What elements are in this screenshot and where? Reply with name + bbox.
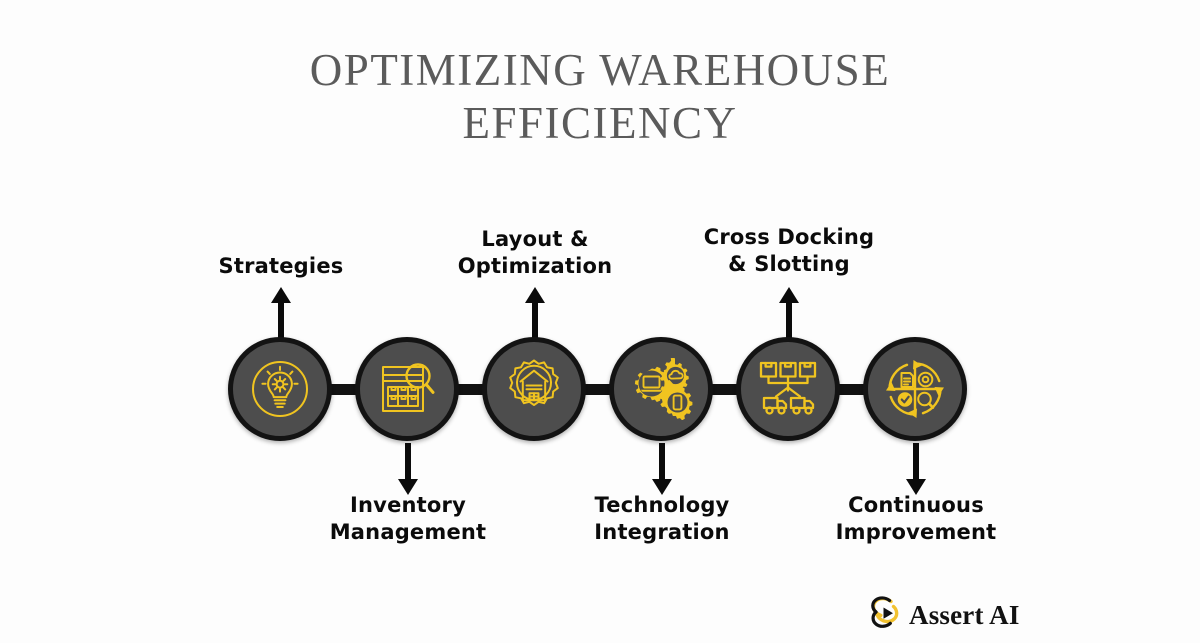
warehouse-gear-icon [501, 356, 567, 422]
page-title-line-1: OPTIMIZING WAREHOUSE [309, 45, 891, 95]
page-title: OPTIMIZING WAREHOUSE EFFICIENCY [0, 44, 1200, 150]
arrow-down-inventory-management [395, 443, 421, 495]
assert-ai-swirl-mark [866, 594, 906, 637]
node-inventory-management[interactable] [355, 337, 459, 441]
page-title-line-2: EFFICIENCY [462, 98, 738, 148]
node-strategies[interactable] [228, 337, 332, 441]
connector-1-2 [328, 384, 362, 395]
pdca-cycle-icon [882, 356, 948, 422]
assert-ai-logo: Assert AI [866, 594, 1020, 636]
node-continuous-improvement[interactable] [863, 337, 967, 441]
lightbulb-gear-icon [247, 356, 313, 422]
label-continuous-improvement: Continuous Improvement [835, 493, 997, 544]
node-cross-docking-slotting[interactable] [736, 337, 840, 441]
connector-2-3 [455, 384, 489, 395]
node-technology-integration[interactable] [609, 337, 713, 441]
label-layout-optimization: Layout & Optimization [457, 227, 613, 278]
inventory-search-icon [377, 359, 437, 419]
assert-ai-logo-text: Assert AI [909, 599, 1020, 630]
node-layout-optimization[interactable] [482, 337, 586, 441]
label-cross-docking-slotting: Cross Docking & Slotting [703, 225, 875, 276]
arrow-down-technology-integration [649, 443, 675, 495]
boxes-trucks-icon [757, 360, 819, 418]
arrow-up-cross-docking-slotting [776, 287, 802, 339]
arrow-up-strategies [268, 287, 294, 339]
label-strategies: Strategies [218, 254, 344, 278]
arrow-down-continuous-improvement [903, 443, 929, 495]
label-inventory-management: Inventory Management [329, 493, 487, 544]
arrow-up-layout-optimization [522, 287, 548, 339]
connector-3-4 [582, 384, 616, 395]
label-technology-integration: Technology Integration [594, 493, 730, 544]
connector-5-6 [836, 384, 870, 395]
connector-4-5 [709, 384, 743, 395]
gears-devices-icon [629, 358, 693, 420]
